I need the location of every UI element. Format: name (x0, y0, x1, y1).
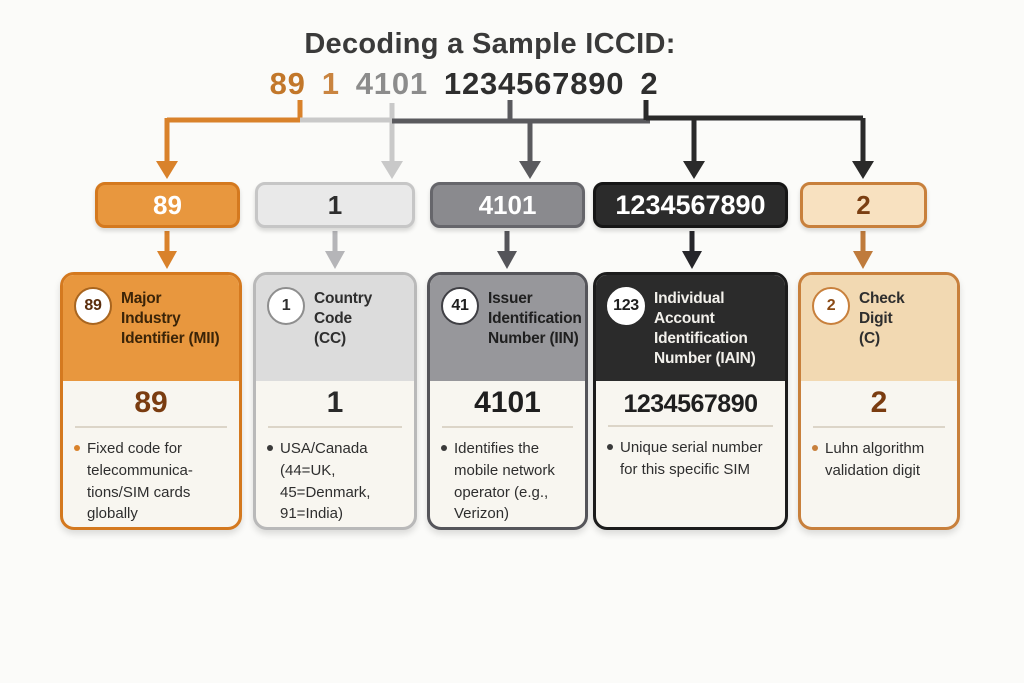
card-description: Identifies the mobile network operator (… (430, 428, 585, 525)
card-header: 2 Check Digit (C) (801, 275, 957, 381)
chip-card-arrow-iin (497, 231, 517, 269)
chip-check: 2 (800, 182, 927, 228)
card-mii: 89 Major Industry Identifier (MII) 89 Fi… (60, 272, 242, 530)
bullet-dot-icon (267, 445, 273, 451)
card-title: Individual Account Identification Number… (654, 290, 756, 368)
card-check-digit: 2 Check Digit (C) 2 Luhn algorithm valid… (798, 272, 960, 530)
card-cc: 1 Country Code (CC) 1 USA/Canada (44=UK,… (253, 272, 417, 530)
connector-cc (300, 103, 403, 179)
sample-iccid-number: 89 1 4101 1234567890 2 (0, 66, 928, 102)
divider (608, 425, 773, 427)
badge-mii: 89 (74, 287, 112, 325)
card-value: 89 (134, 386, 168, 419)
divider (813, 426, 945, 428)
chip-card-arrow-check (853, 231, 873, 269)
chip-card-arrow-cc (325, 231, 345, 269)
divider (268, 426, 402, 428)
arrowhead (156, 161, 178, 179)
sample-group-check: 2 (640, 66, 659, 101)
arrowhead (381, 161, 403, 179)
card-body: 89 Fixed code for telecommunica-tions/SI… (63, 386, 239, 525)
badge-iin: 41 (441, 287, 479, 325)
card-description: Fixed code for telecommunica-tions/SIM c… (63, 428, 239, 525)
chip-cc: 1 (255, 182, 415, 228)
card-value: 2 (870, 386, 888, 419)
sample-group-mii: 89 (269, 66, 306, 101)
card-header: 123 Individual Account Identification Nu… (596, 275, 785, 381)
description-text: Fixed code for telecommunica-tions/SIM c… (87, 440, 193, 523)
card-value: 1 (326, 386, 344, 419)
card-header: 1 Country Code (CC) (256, 275, 414, 381)
description-text: Identifies the mobile network operator (… (454, 440, 555, 523)
card-description: Unique serial number for this specific S… (596, 427, 785, 481)
chip-iin: 4101 (430, 182, 585, 228)
card-body: 4101 Identifies the mobile network opera… (430, 386, 585, 525)
chip-iain: 1234567890 (593, 182, 788, 228)
description-text: Unique serial number for this specific S… (620, 439, 763, 478)
bullet-dot-icon (74, 445, 80, 451)
card-value: 1234567890 (623, 390, 758, 418)
diagram-title: Decoding a Sample ICCID: (304, 28, 676, 60)
arrowhead (497, 251, 517, 269)
arrowhead (519, 161, 541, 179)
arrowhead (852, 161, 874, 179)
card-title: Issuer Identification Number (IIN) (488, 290, 582, 348)
card-title: Major Industry Identifier (MII) (121, 290, 220, 348)
divider (442, 426, 573, 428)
card-iain: 123 Individual Account Identification Nu… (593, 272, 788, 530)
card-header: 89 Major Industry Identifier (MII) (63, 275, 239, 381)
card-title: Country Code (CC) (314, 290, 373, 348)
card-body: 1 USA/Canada (44=UK, 45=Denmark, 91=Indi… (256, 386, 414, 525)
sample-group-cc: 1 (321, 66, 340, 101)
chip-mii: 89 (95, 182, 240, 228)
arrowhead (853, 251, 873, 269)
card-header: 41 Issuer Identification Number (IIN) (430, 275, 585, 381)
chip-card-arrow-mii (157, 231, 177, 269)
arrowhead (683, 161, 705, 179)
bullet-dot-icon (441, 445, 447, 451)
arrowhead (157, 251, 177, 269)
badge-cc: 1 (267, 287, 305, 325)
description-text: Luhn algorithm validation digit (825, 440, 925, 479)
divider (75, 426, 227, 428)
card-body: 2 Luhn algorithm validation digit (801, 386, 957, 482)
sample-group-iain: 1234567890 (443, 66, 625, 101)
card-body: 1234567890 Unique serial number for this… (596, 390, 785, 481)
card-description: USA/Canada (44=UK, 45=Denmark, 91=India) (256, 428, 414, 525)
description-text: USA/Canada (44=UK, 45=Denmark, 91=India) (280, 440, 371, 523)
bullet-dot-icon (812, 445, 818, 451)
chip-card-arrow-iain (682, 231, 702, 269)
badge-iain: 123 (607, 287, 645, 325)
arrowhead (682, 251, 702, 269)
card-description: Luhn algorithm validation digit (801, 428, 957, 482)
card-value: 4101 (474, 386, 541, 419)
bullet-dot-icon (607, 444, 613, 450)
badge-check: 2 (812, 287, 850, 325)
sample-group-iin: 4101 (355, 66, 428, 101)
connector-iin (392, 100, 650, 179)
card-title: Check Digit (C) (859, 290, 905, 348)
connector-mii (156, 100, 303, 179)
arrowhead (325, 251, 345, 269)
connector-iain-check (643, 100, 874, 179)
card-iin: 41 Issuer Identification Number (IIN) 41… (427, 272, 588, 530)
